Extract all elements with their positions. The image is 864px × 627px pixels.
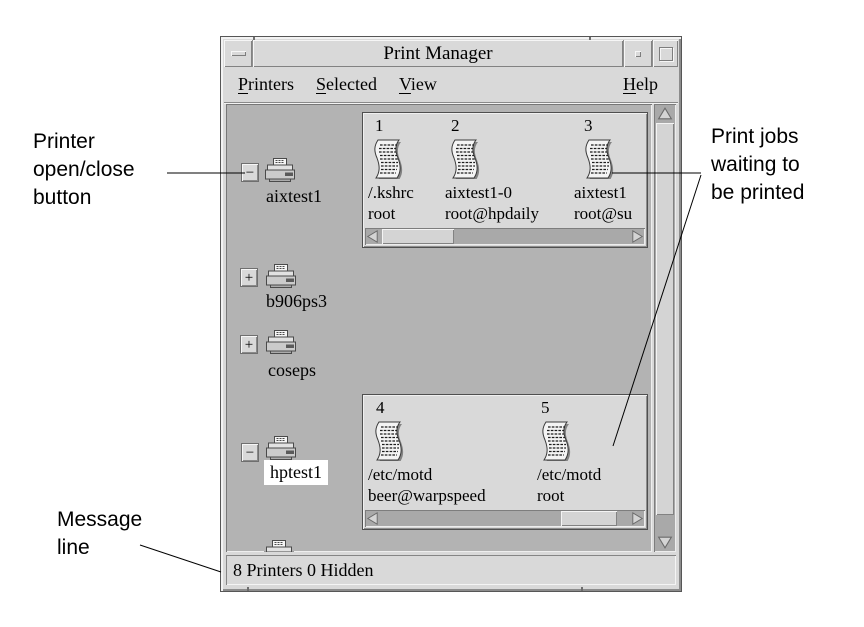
minimize-icon (635, 50, 641, 57)
job-file: aixtest1-0 (445, 183, 513, 202)
printer-toggle-coseps[interactable]: + (240, 335, 258, 354)
print-job-icon[interactable] (582, 139, 616, 179)
print-job[interactable]: 2 aixtest1-0 root@hpdaily (445, 115, 571, 224)
job-number: 5 (541, 398, 550, 417)
job-number: 4 (376, 398, 385, 417)
print-job[interactable]: 5 /etc/motd root (537, 397, 647, 506)
frame-tick (581, 587, 583, 591)
print-job-icon[interactable] (448, 139, 482, 179)
scroll-right-icon[interactable] (630, 229, 645, 244)
scroll-down-icon[interactable] (656, 534, 674, 551)
callout-message-line: Message line (57, 508, 143, 559)
job-number: 1 (375, 116, 384, 135)
printer-label-b906ps3[interactable]: b906ps3 (266, 291, 328, 311)
print-job[interactable]: 4 /etc/motd beer@warpspeed (368, 397, 528, 506)
job-owner: root (537, 486, 565, 505)
print-job[interactable]: 3 aixtest1 root@su (573, 115, 647, 224)
job-file: /etc/motd (368, 465, 433, 484)
job-queue-aixtest1: 1 /.kshrc root 2 aixtest1-0 root@hpdaily… (362, 112, 648, 248)
menu-separator (224, 102, 678, 104)
job-owner: root@su (574, 204, 633, 223)
print-manager-window: Print Manager Printers Selected View Hel… (220, 36, 682, 592)
printer-label-aixtest1[interactable]: aixtest1 (266, 186, 322, 206)
print-job-icon[interactable] (372, 421, 406, 461)
printer-icon[interactable] (263, 158, 297, 182)
main-area: − aixtest1 + b906ps3 + coseps − hptest1 … (226, 104, 676, 552)
job-file: /etc/motd (537, 465, 602, 484)
job-owner: root@hpdaily (445, 204, 540, 223)
menu-selected[interactable]: Selected (316, 74, 377, 94)
menu-bar: Printers Selected View Help (224, 67, 678, 102)
status-text: 8 Printers 0 Hidden (233, 560, 374, 580)
job-queue-hptest1: 4 /etc/motd beer@warpspeed 5 /etc/motd r… (362, 394, 648, 530)
print-job-icon[interactable] (539, 421, 573, 461)
print-job[interactable]: 1 /.kshrc root (368, 115, 443, 224)
window-menu-button[interactable] (224, 40, 252, 67)
printer-toggle-hptest1[interactable]: − (241, 443, 259, 462)
horizontal-scrollbar[interactable] (365, 510, 645, 527)
maximize-button[interactable] (653, 40, 678, 67)
job-number: 3 (584, 116, 593, 135)
printer-icon[interactable] (264, 330, 298, 354)
scrollbar-thumb[interactable] (561, 511, 617, 526)
printer-label-hptest1[interactable]: hptest1 (264, 460, 328, 485)
scroll-up-icon[interactable] (656, 105, 674, 122)
printer-icon[interactable] (262, 540, 296, 552)
printer-toggle-b906ps3[interactable]: + (240, 268, 258, 287)
printer-icon[interactable] (264, 264, 298, 288)
job-number: 2 (451, 116, 460, 135)
message-line: 8 Printers 0 Hidden (226, 555, 676, 585)
printer-canvas: − aixtest1 + b906ps3 + coseps − hptest1 … (226, 104, 652, 552)
menu-help[interactable]: Help (623, 74, 658, 94)
minimize-button[interactable] (624, 40, 652, 67)
printer-toggle-aixtest1[interactable]: − (241, 163, 259, 182)
job-file: aixtest1 (574, 183, 627, 202)
frame-tick (247, 587, 249, 591)
scrollbar-thumb[interactable] (382, 229, 454, 244)
print-job-icon[interactable] (371, 139, 405, 179)
window-menu-icon (230, 51, 246, 56)
menu-printers[interactable]: Printers (238, 74, 294, 94)
printer-label-coseps[interactable]: coseps (268, 360, 316, 380)
job-file: /.kshrc (368, 183, 414, 202)
maximize-icon (658, 46, 673, 61)
scroll-left-icon[interactable] (365, 229, 380, 244)
job-owner: root (368, 204, 396, 223)
vertical-scrollbar[interactable] (654, 104, 676, 552)
frame-tick (253, 37, 255, 41)
horizontal-scrollbar[interactable] (365, 228, 645, 245)
scroll-left-icon[interactable] (365, 511, 380, 526)
window-title: Print Manager (253, 40, 623, 67)
callout-printer-open-close: Printer open/close button (33, 130, 135, 209)
printer-icon[interactable] (264, 436, 298, 460)
job-owner: beer@warpspeed (368, 486, 486, 505)
title-bar[interactable]: Print Manager (224, 40, 678, 67)
menu-view[interactable]: View (398, 74, 437, 94)
scroll-right-icon[interactable] (630, 511, 645, 526)
scrollbar-thumb[interactable] (656, 123, 674, 515)
callout-print-jobs: Print jobs waiting to be printed (711, 125, 805, 204)
frame-tick (589, 37, 591, 41)
